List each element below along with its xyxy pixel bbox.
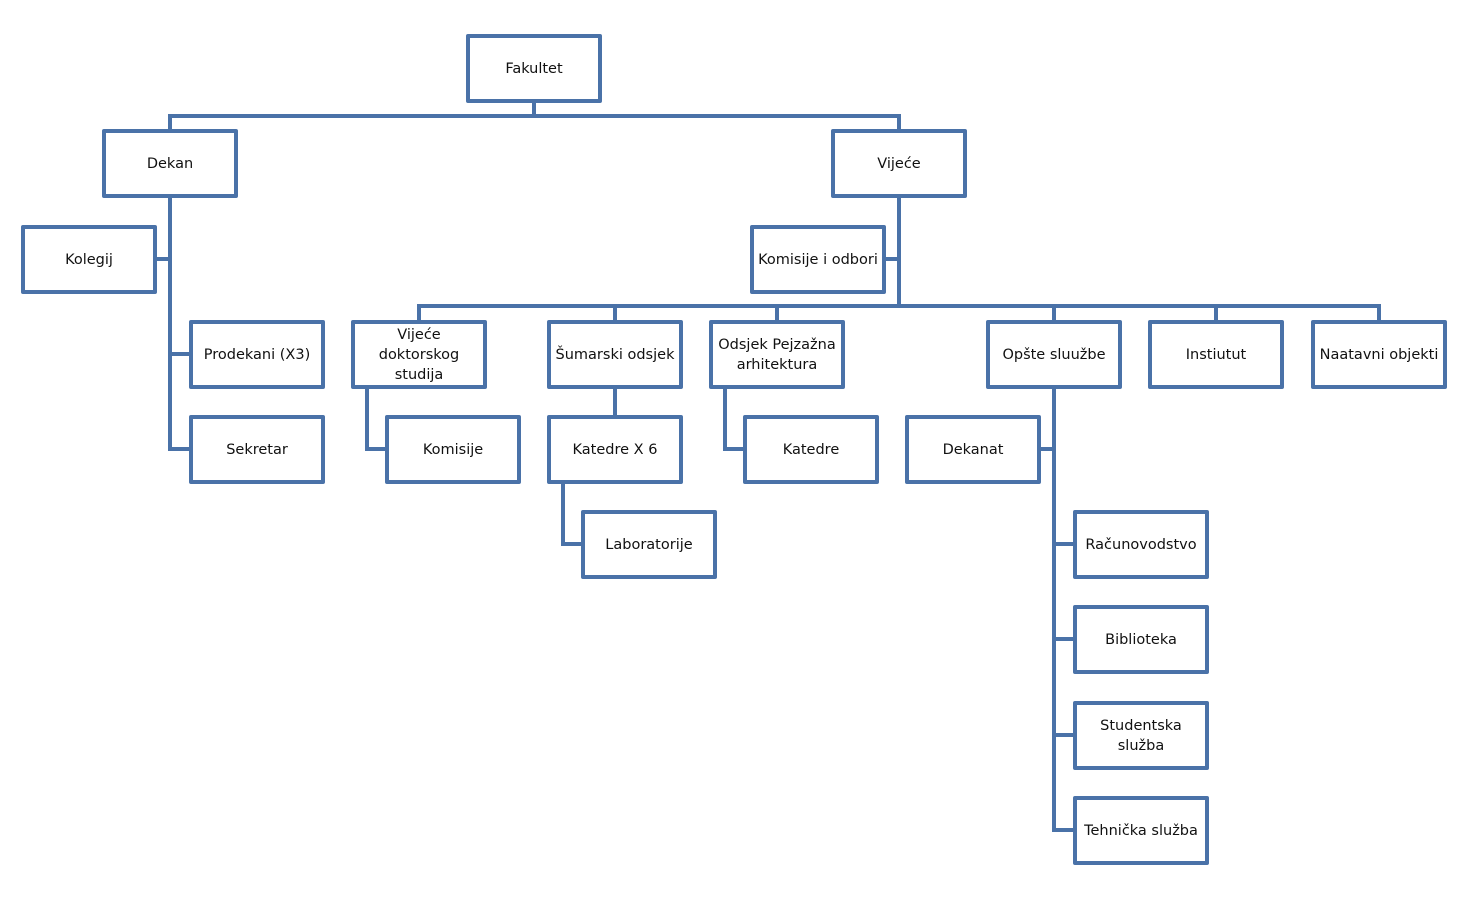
node-katedre-x6[interactable]: Katedre X 6 <box>547 415 683 484</box>
node-komisije[interactable]: Komisije <box>385 415 521 484</box>
node-sekretar[interactable]: Sekretar <box>189 415 325 484</box>
node-vijece[interactable]: Vijeće <box>831 129 967 198</box>
node-dekanat[interactable]: Dekanat <box>905 415 1041 484</box>
connector-fakultet-bus <box>168 114 901 131</box>
node-label: Prodekani (X3) <box>203 346 311 363</box>
connector-katedre <box>723 386 745 451</box>
node-studentska-sluzba[interactable]: Studentska služba <box>1073 701 1209 770</box>
node-label: Opšte sluužbe <box>1002 346 1106 363</box>
node-label: Sekretar <box>226 441 288 458</box>
node-label: Kolegij <box>65 251 113 268</box>
node-label: Katedre <box>782 441 840 458</box>
connector-komisije <box>365 386 387 451</box>
node-prodekani[interactable]: Prodekani (X3) <box>189 320 325 389</box>
node-label: Studentska služba <box>1100 717 1182 754</box>
node-label: Naatavni objekti <box>1319 346 1439 363</box>
node-kolegij[interactable]: Kolegij <box>21 225 157 294</box>
node-label: Tehnička služba <box>1084 822 1198 839</box>
node-label: Odsjek Pejzažna arhitektura <box>718 336 836 373</box>
node-katedre[interactable]: Katedre <box>743 415 879 484</box>
node-laboratorije[interactable]: Laboratorije <box>581 510 717 579</box>
node-label: Laboratorije <box>605 536 693 553</box>
node-label: Šumarski odsjek <box>555 346 675 363</box>
node-naatavni-objekti[interactable]: Naatavni objekti <box>1311 320 1447 389</box>
node-label: Instiutut <box>1185 346 1247 363</box>
node-opste-sluzbe[interactable]: Opšte sluužbe <box>986 320 1122 389</box>
node-instiutut[interactable]: Instiutut <box>1148 320 1284 389</box>
node-label: Biblioteka <box>1105 631 1177 648</box>
node-label: Fakultet <box>505 60 563 77</box>
node-label: Katedre X 6 <box>572 441 658 458</box>
node-label: Dekan <box>146 155 194 172</box>
connector-laboratorije <box>561 481 583 546</box>
node-label: Dekanat <box>942 441 1004 458</box>
node-label: Komisije <box>422 441 484 458</box>
node-label: Računovodstvo <box>1085 536 1197 553</box>
node-odsjek-pejzazna-arhitektura[interactable]: Odsjek Pejzažna arhitektura <box>709 320 845 389</box>
node-tehnicka-sluzba[interactable]: Tehnička služba <box>1073 796 1209 865</box>
node-dekan[interactable]: Dekan <box>102 129 238 198</box>
node-label: Komisije i odbori <box>758 251 878 268</box>
node-vijece-doktorskog-studija[interactable]: Vijeće doktorskog studija <box>351 320 487 389</box>
node-label: Vijeće <box>877 155 921 172</box>
node-racunovodstvo[interactable]: Računovodstvo <box>1073 510 1209 579</box>
node-sumarski-odsjek[interactable]: Šumarski odsjek <box>547 320 683 389</box>
node-biblioteka[interactable]: Biblioteka <box>1073 605 1209 674</box>
node-fakultet[interactable]: Fakultet <box>466 34 602 103</box>
node-label: Vijeće doktorskog studija <box>378 326 460 383</box>
node-komisije-i-odbori[interactable]: Komisije i odbori <box>750 225 886 294</box>
